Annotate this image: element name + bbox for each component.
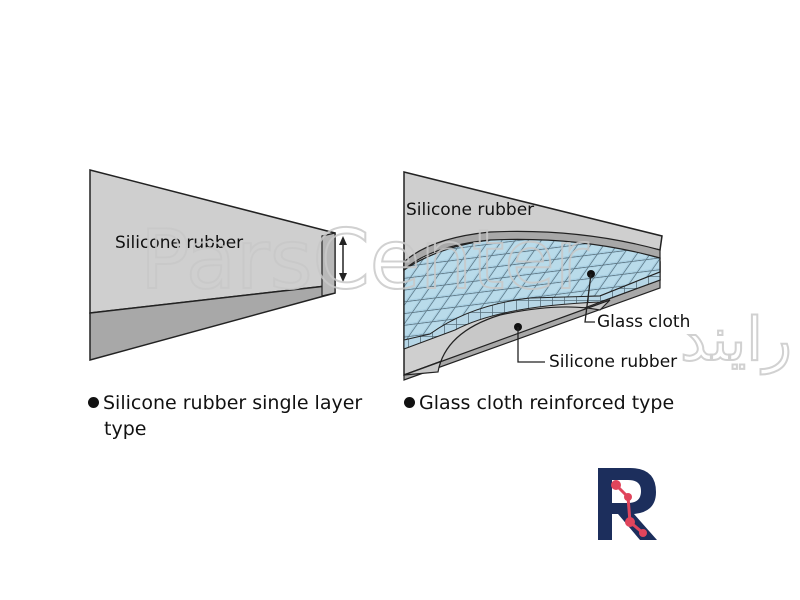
- top-rubber-curl-edge: [403, 230, 661, 272]
- bottom-rubber-leader: [517, 327, 545, 363]
- right-caption-text: Glass cloth reinforced type: [419, 392, 675, 414]
- bullet-icon: [88, 397, 99, 408]
- right-bottom-rubber-label: Silicone rubber: [549, 352, 677, 372]
- glass-cloth-label: Glass cloth: [597, 312, 690, 332]
- left-rubber-label: Silicone rubber: [115, 233, 243, 253]
- slab-right-edge: [321, 232, 336, 297]
- left-caption-line1: Silicone rubber single layer: [103, 392, 363, 414]
- glass-cloth-edge: [403, 271, 661, 350]
- thickness-arrow-head-down: [339, 273, 347, 282]
- logo-molecule-node-1: [611, 480, 621, 490]
- reinforced-slab: [403, 171, 663, 381]
- logo-molecule-node-2: [624, 493, 632, 501]
- left-caption-line2: type: [104, 418, 147, 440]
- watermark-latin: ParsCenter: [140, 213, 589, 308]
- thickness-arrow-head-up: [339, 236, 347, 245]
- right-caption: Glass cloth reinforced type: [404, 390, 674, 416]
- logo-molecule-node-3: [625, 517, 635, 527]
- glass-cloth-leader: [584, 273, 595, 323]
- right-top-rubber-label: Silicone rubber: [406, 200, 534, 220]
- bullet-icon: [404, 397, 415, 408]
- single-layer-slab: [89, 169, 347, 361]
- brand-logo: [598, 468, 657, 540]
- logo-molecule-node-4: [639, 529, 647, 537]
- watermark-persian: فناور پژوهه رایند: [680, 305, 800, 375]
- exposed-bottom-rubber: [403, 299, 611, 376]
- left-caption: Silicone rubber single layer type: [88, 390, 362, 442]
